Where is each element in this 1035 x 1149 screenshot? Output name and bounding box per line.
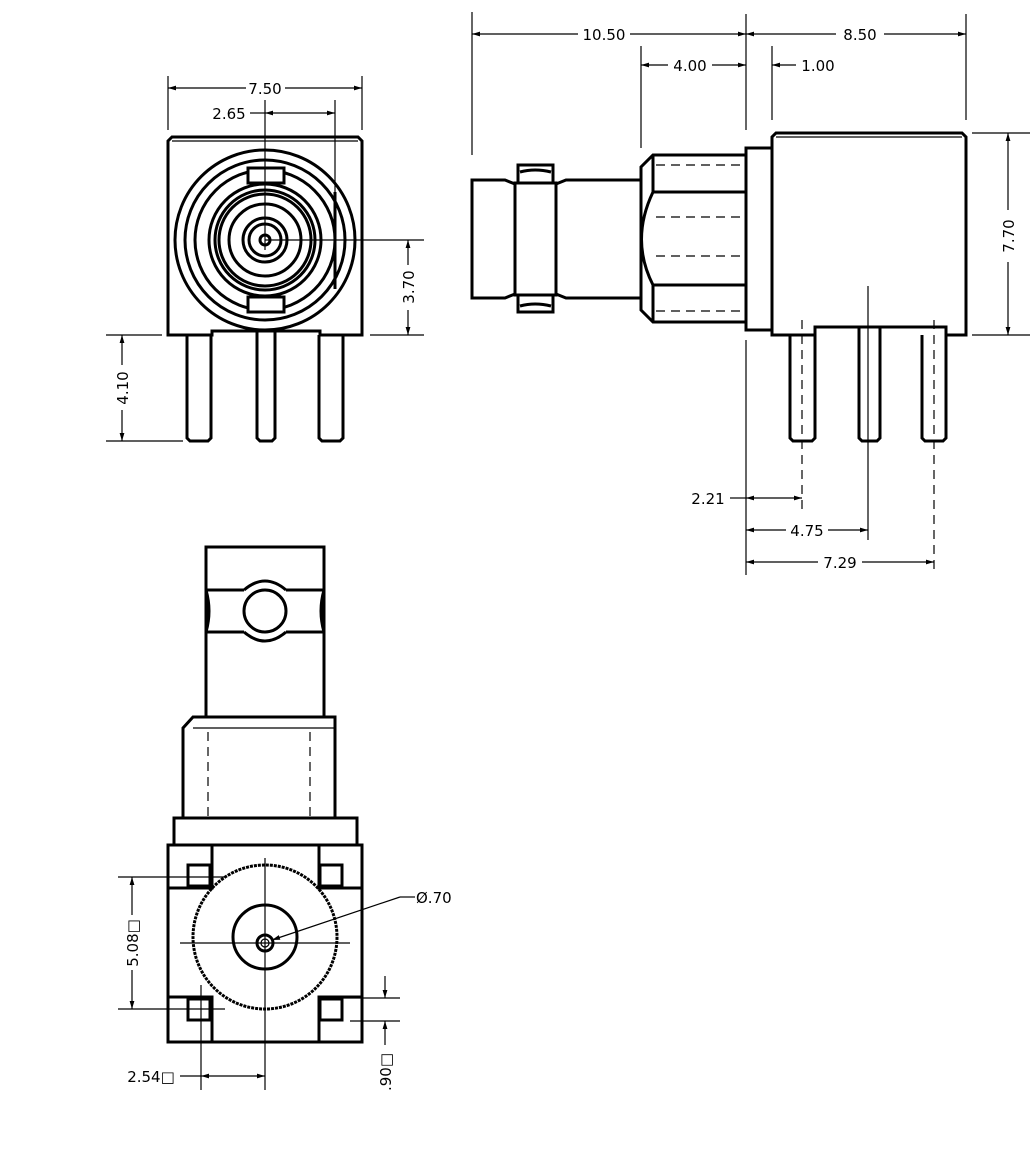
dim-pin3: 7.29	[823, 554, 856, 572]
dim-half-pitch: 2.54□	[127, 1068, 175, 1086]
dim-pin1: 2.21	[691, 490, 724, 508]
dim-center-pin-dia: Ø.70	[416, 889, 452, 907]
front-pins	[185, 331, 345, 443]
dim-body-length: 8.50	[843, 26, 876, 44]
dim-pin-square: 5.08□	[124, 919, 142, 967]
dim-flange: 1.00	[801, 57, 834, 75]
dim-pin-length: 4.10	[114, 371, 132, 404]
dim-nut-length: 4.00	[673, 57, 706, 75]
dim-overall-front: 10.50	[583, 26, 626, 44]
dim-height: 7.70	[1000, 219, 1018, 252]
side-view: 10.50 8.50 4.00 1.00 7.70 2.21 4.75 7.29	[470, 12, 1030, 575]
side-pins	[788, 286, 948, 570]
bottom-view: 5.08□ 2.54□ .90□ Ø.70	[118, 545, 452, 1091]
dim-offset: 2.65	[212, 105, 245, 123]
dim-center-height: 3.70	[400, 270, 418, 303]
dim-pin2: 4.75	[790, 522, 823, 540]
dim-width: 7.50	[248, 80, 281, 98]
dim-pin-size: .90□	[377, 1053, 395, 1091]
front-view: 7.50 2.65 3.70 4.10	[106, 76, 424, 443]
